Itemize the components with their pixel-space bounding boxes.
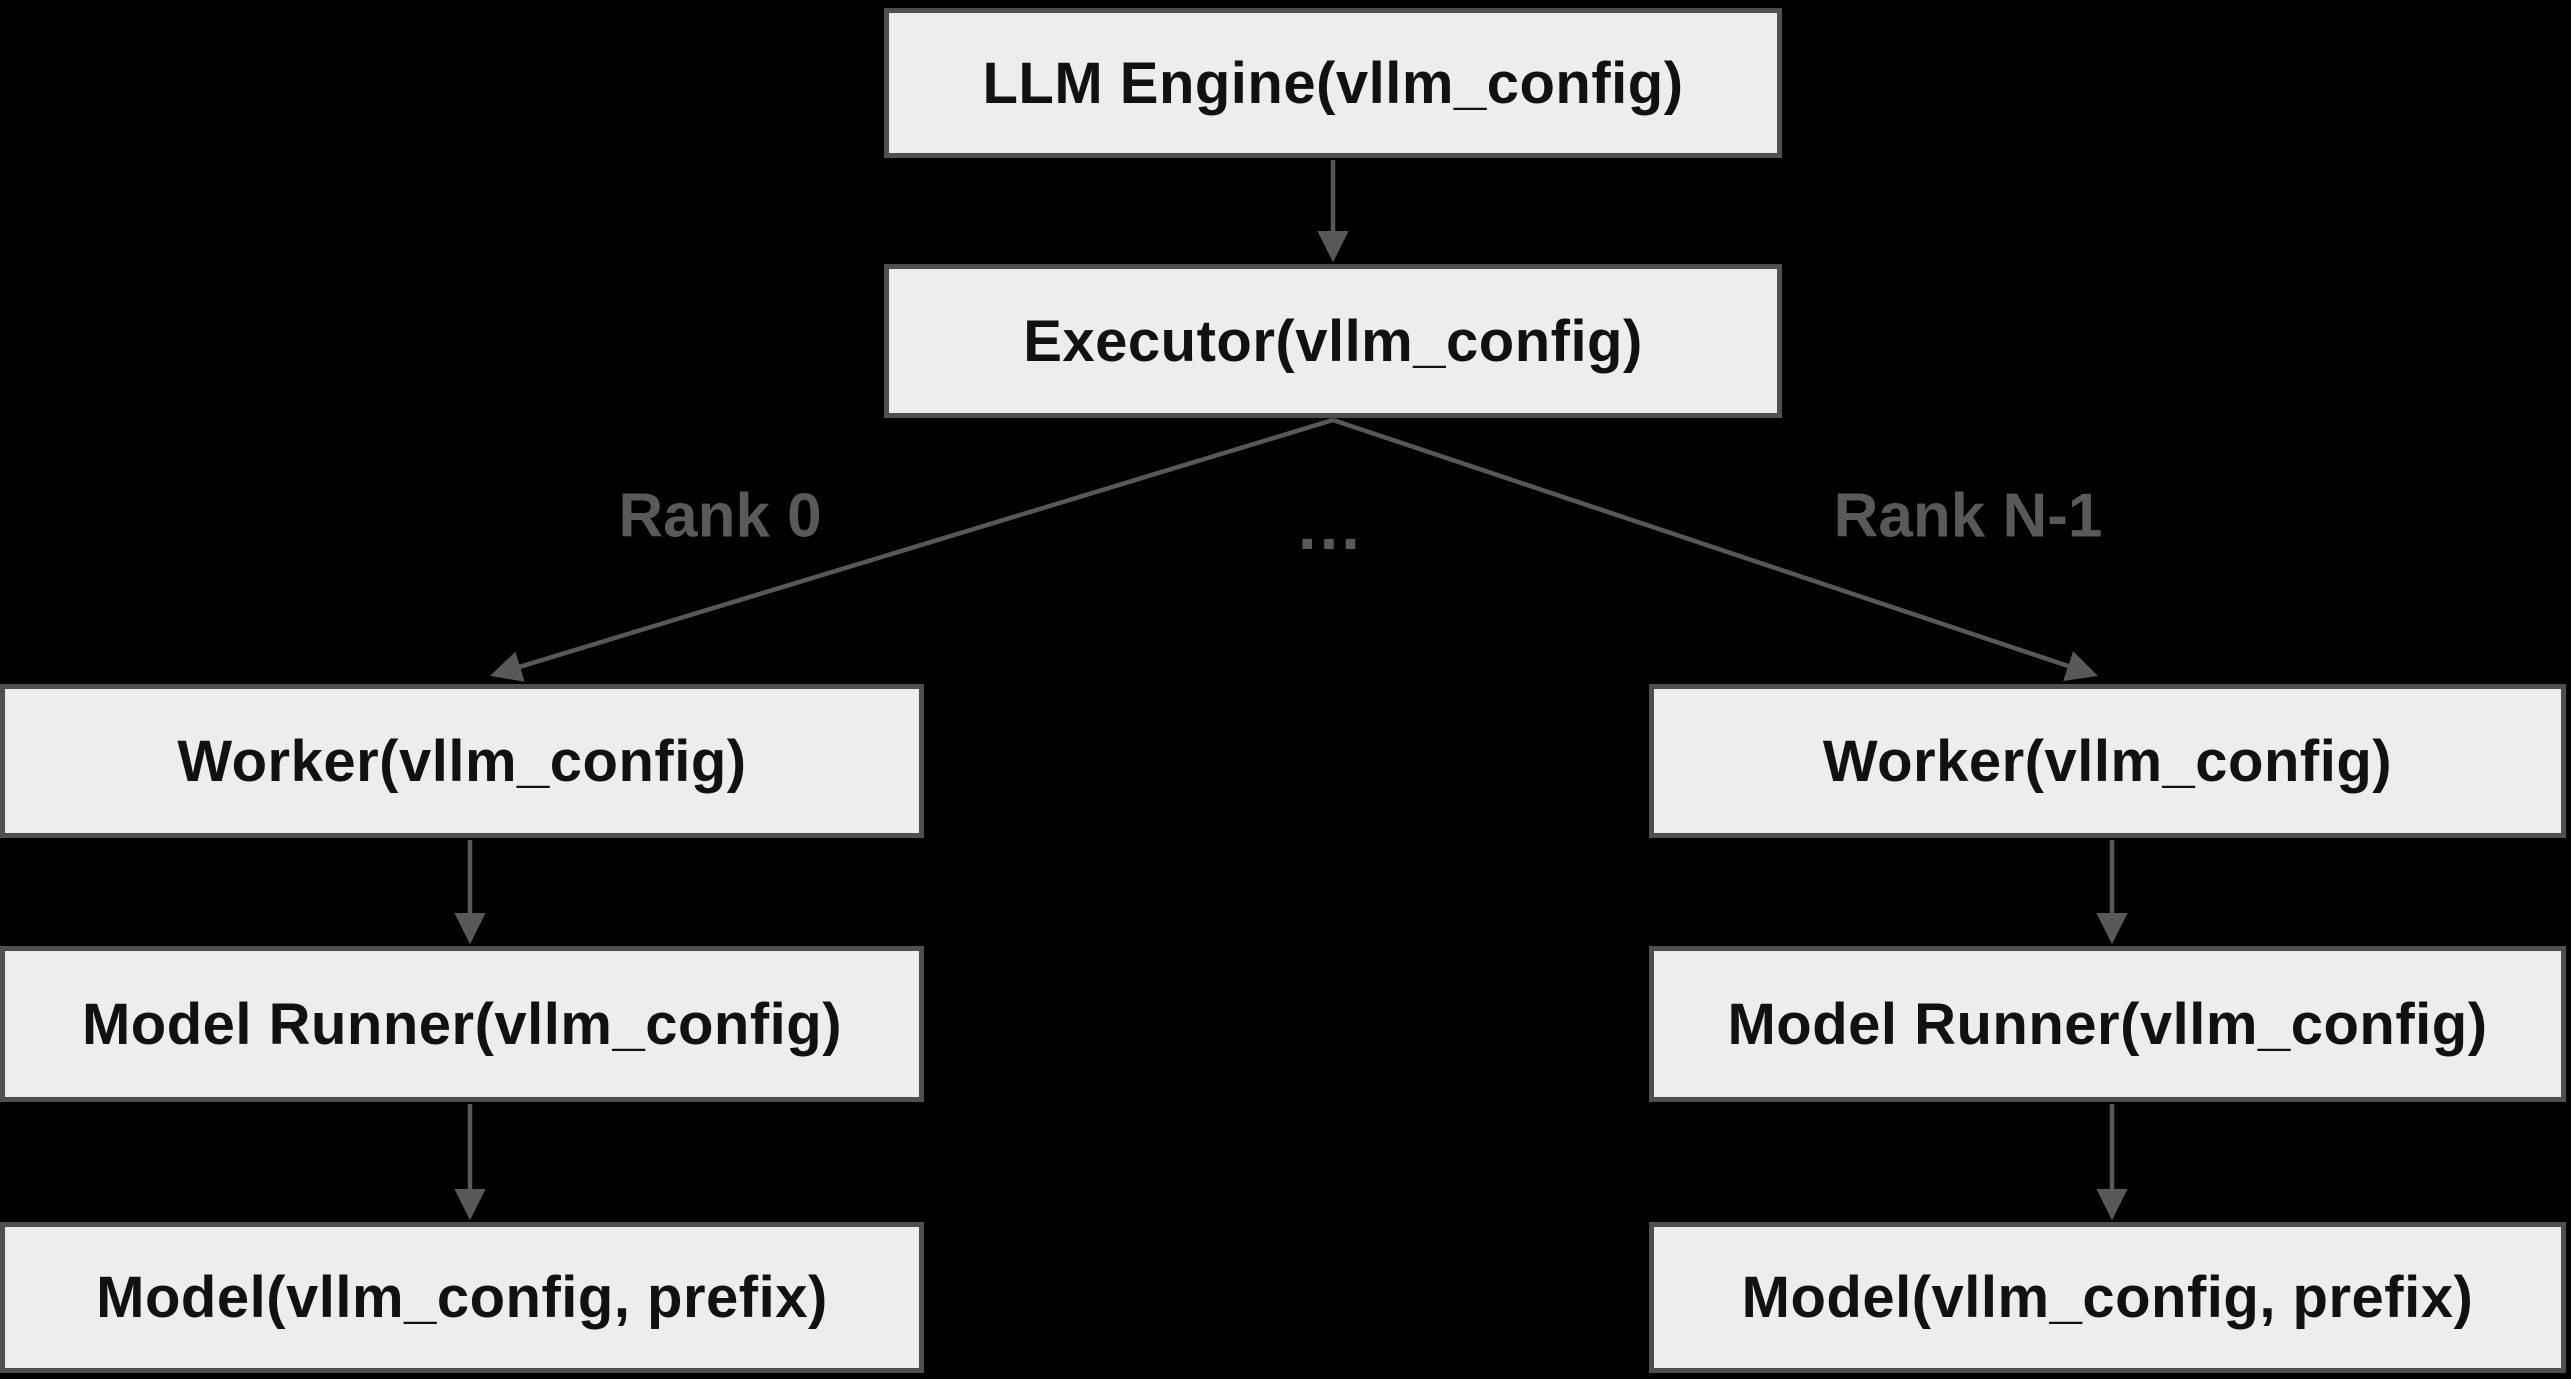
node-model-runner-rank-0-label: Model Runner(vllm_config): [81, 991, 843, 1057]
node-model-rank-n-label: Model(vllm_config, prefix): [1741, 1265, 2474, 1330]
node-llm-engine: LLM Engine(vllm_config): [884, 8, 1782, 158]
node-model-runner-rank-n: Model Runner(vllm_config): [1649, 946, 2566, 1102]
node-executor-label: Executor(vllm_config): [1023, 308, 1643, 374]
edge-label-rank-n-1: Rank N-1: [1833, 481, 2103, 551]
node-worker-rank-n: Worker(vllm_config): [1649, 684, 2566, 838]
node-worker-rank-0-label: Worker(vllm_config): [177, 728, 747, 794]
node-executor: Executor(vllm_config): [884, 264, 1782, 418]
node-llm-engine-label: LLM Engine(vllm_config): [982, 50, 1684, 116]
node-model-rank-0-label: Model(vllm_config, prefix): [96, 1265, 828, 1330]
node-model-rank-0: Model(vllm_config, prefix): [0, 1222, 924, 1373]
edge-label-ellipsis: …: [1295, 488, 1365, 564]
node-model-runner-rank-n-label: Model Runner(vllm_config): [1727, 991, 2488, 1057]
node-worker-rank-0: Worker(vllm_config): [0, 684, 924, 838]
node-model-runner-rank-0: Model Runner(vllm_config): [0, 946, 924, 1102]
edge-label-rank-0: Rank 0: [618, 481, 822, 551]
node-model-rank-n: Model(vllm_config, prefix): [1649, 1222, 2566, 1373]
node-worker-rank-n-label: Worker(vllm_config): [1822, 728, 2393, 794]
